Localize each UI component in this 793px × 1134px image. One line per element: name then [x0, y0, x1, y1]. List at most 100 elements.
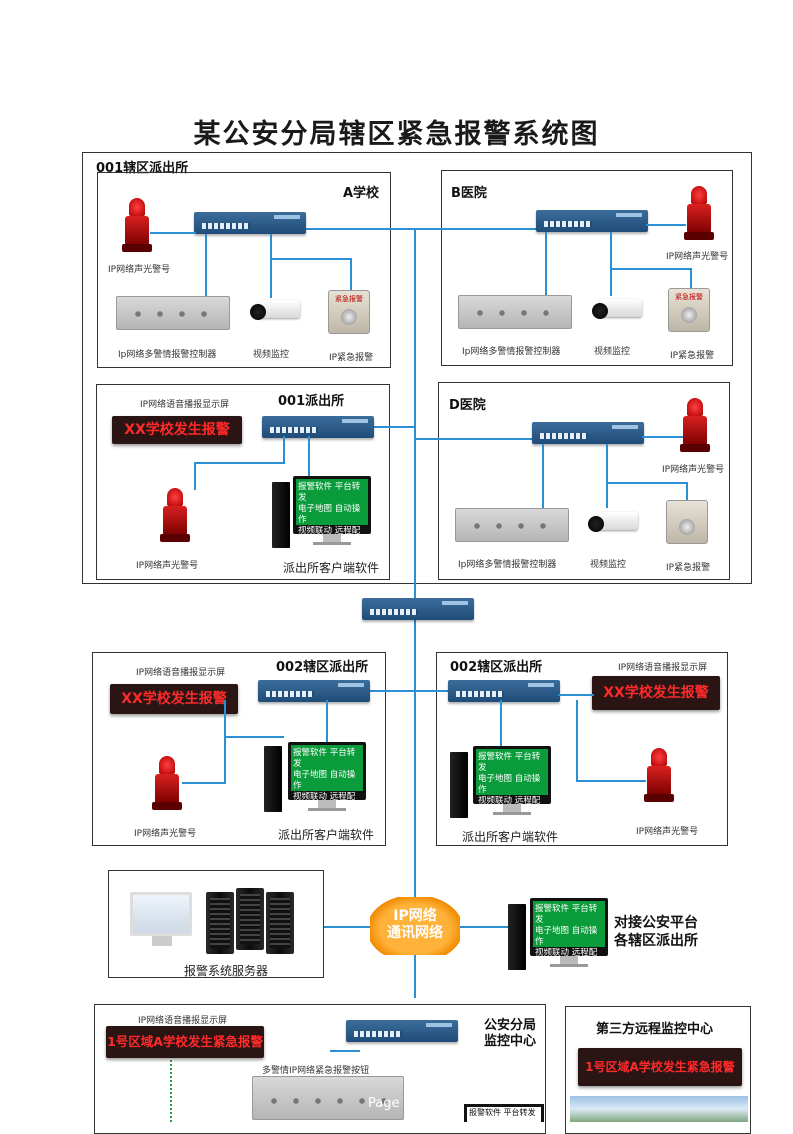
district-002-left-sw-link: [224, 736, 284, 738]
district-002-left-monitor: 报警软件 平台转发 电子地图 自动操作 视频联动 远程配置: [288, 742, 366, 813]
hospital-d-btn-link-v: [686, 482, 688, 502]
district-002-left-display-caption: IP网络语音播报显示屏: [136, 668, 226, 678]
station-001-monitor: 报警软件 平台转发 电子地图 自动操作 视频联动 远程配置: [293, 476, 371, 547]
station-001-box: [96, 384, 390, 580]
school-a-siren-icon: [122, 198, 152, 253]
station-001-siren-link-v1: [283, 436, 285, 464]
district-002-left-siren-icon: [152, 756, 182, 811]
school-a-camera-icon: [250, 296, 300, 328]
school-a-btn-link-h: [270, 258, 352, 260]
hospital-b-siren-label: IP网络声光警号: [666, 252, 729, 262]
district-002-right-label: 002辖区派出所: [450, 660, 543, 675]
police-center-label-2: 监控中心: [484, 1034, 537, 1049]
district-002-left-box: [92, 652, 386, 846]
district-002-left-siren-link-h: [182, 782, 226, 784]
school-a-button-label: IP紧急报警: [329, 353, 374, 363]
school-a-switch: [194, 212, 306, 234]
school-a-link: [300, 228, 414, 230]
platform-screen-line-1: 报警软件 平台转发: [535, 904, 598, 925]
police-center-display-caption: IP网络语音播报显示屏: [138, 1016, 228, 1026]
district-002-right-pc-link: [500, 700, 502, 748]
cloud-line-2: 通讯网络: [387, 925, 443, 941]
district-002-left-pc-link: [326, 700, 328, 742]
hospital-b-button-cap: 紧急报警: [675, 293, 703, 301]
school-a-btn-link-v: [350, 258, 352, 292]
hospital-b-box: [441, 170, 733, 366]
district-002-right-display: XX学校发生报警: [592, 676, 720, 710]
school-a-siren-link: [150, 232, 196, 234]
hospital-b-cam-link: [610, 232, 612, 296]
platform-screen-line-2: 电子地图 自动操作: [535, 926, 598, 947]
district-002-right-display-caption: IP网络语音播报显示屏: [618, 663, 708, 673]
footer-page: Page: [368, 1096, 400, 1111]
district-002-right-box: [436, 652, 728, 846]
police-center-panel-icon: [252, 1076, 404, 1120]
hospital-d-camera-icon: [588, 508, 638, 540]
school-a-siren-label: IP网络声光警号: [108, 265, 171, 275]
station-001-display-caption: IP网络语音播报显示屏: [140, 400, 230, 410]
school-a-ctrl-link: [205, 234, 207, 298]
cloud-line-1: IP网络: [393, 908, 437, 924]
hospital-b-switch: [536, 210, 648, 232]
district-002-right-monitor: 报警软件 平台转发 电子地图 自动操作 视频联动 远程配置: [473, 746, 551, 817]
server-rack-icon-2: [236, 888, 264, 950]
third-party-display: 1号区域A学校发生紧急报警: [578, 1048, 742, 1086]
police-center-panel-caption: 多警情IP网络紧急报警按钮: [262, 1066, 370, 1076]
district-002-left-siren-label: IP网络声光警号: [134, 829, 197, 839]
hospital-d-switch: [532, 422, 644, 444]
school-a-button-icon: 紧急报警: [328, 290, 370, 334]
page-title: 某公安分局辖区紧急报警系统图: [193, 119, 600, 150]
hospital-b-camera-icon: [592, 295, 642, 327]
hospital-d-btn-link-h: [606, 482, 688, 484]
police-center-label-1: 公安分局: [484, 1018, 537, 1033]
police-center-panel-link: [330, 1050, 360, 1052]
school-a-controller-label: Ip网络多警情报警控制器: [118, 350, 217, 360]
station-001-label: 001派出所: [278, 394, 345, 409]
hospital-d-siren-icon: [680, 398, 710, 453]
hospital-d-controller-icon: [455, 508, 569, 542]
hospital-d-controller-label: Ip网络多警情报警控制器: [458, 560, 557, 570]
server-rack-icon-3: [266, 892, 294, 954]
ip-network-cloud-icon: IP网络 通讯网络: [370, 897, 460, 955]
hospital-b-link: [414, 228, 538, 230]
police-center-display: 1号区域A学校发生紧急报警: [106, 1026, 264, 1058]
school-a-cam-link: [270, 234, 272, 298]
hospital-b-button-icon: 紧急报警: [668, 288, 710, 332]
station-001-siren-icon: [160, 488, 190, 543]
server-desktop-icon: [130, 892, 192, 936]
server-rack-icon-1: [206, 892, 234, 954]
station-001-display: XX学校发生报警: [112, 416, 242, 444]
hospital-b-btn-link-v: [690, 268, 692, 290]
district-002-left-screen-line-3: 视频联动 远程配置: [293, 792, 356, 813]
district-002-right-tower-icon: [450, 752, 468, 818]
hospital-b-button-label: IP紧急报警: [670, 351, 715, 361]
station-001-siren-link-h: [194, 462, 284, 464]
station-001-siren-drop: [194, 462, 196, 490]
platform-link: [460, 926, 508, 928]
district-002-left-siren-link-v: [224, 700, 226, 784]
station-001-switch: [262, 416, 374, 438]
district-001-frame: [82, 152, 752, 584]
core-switch: [362, 598, 474, 620]
station-001-screen-line-1: 报警软件 平台转发: [298, 482, 361, 503]
district-002-right-link: [414, 690, 450, 692]
station-001-siren-label: IP网络声光警号: [136, 561, 199, 571]
district-002-right-siren-link-v: [576, 700, 578, 782]
hospital-b-siren-icon: [684, 186, 714, 241]
hospital-d-link: [414, 438, 534, 440]
district-002-left-link: [340, 690, 414, 692]
district-002-left-switch: [258, 680, 370, 702]
hospital-d-siren-link: [642, 436, 684, 438]
district-002-right-display-link: [558, 694, 594, 696]
district-002-right-screen-line-1: 报警软件 平台转发: [478, 752, 541, 773]
platform-monitor: 报警软件 平台转发 电子地图 自动操作 视频联动 远程配置: [530, 898, 608, 969]
district-002-left-label: 002辖区派出所: [276, 660, 369, 675]
district-002-left-screen-line-2: 电子地图 自动操作: [293, 770, 356, 791]
platform-tower-icon: [508, 904, 526, 970]
police-center-switch: [346, 1020, 458, 1042]
district-002-left-client-label: 派出所客户端软件: [278, 828, 375, 842]
hospital-d-camera-label: 视频监控: [590, 560, 627, 570]
server-label: 报警系统服务器: [184, 964, 269, 978]
school-a-button-cap: 紧急报警: [335, 295, 363, 303]
platform-label-2: 各辖区派出所: [614, 933, 698, 949]
